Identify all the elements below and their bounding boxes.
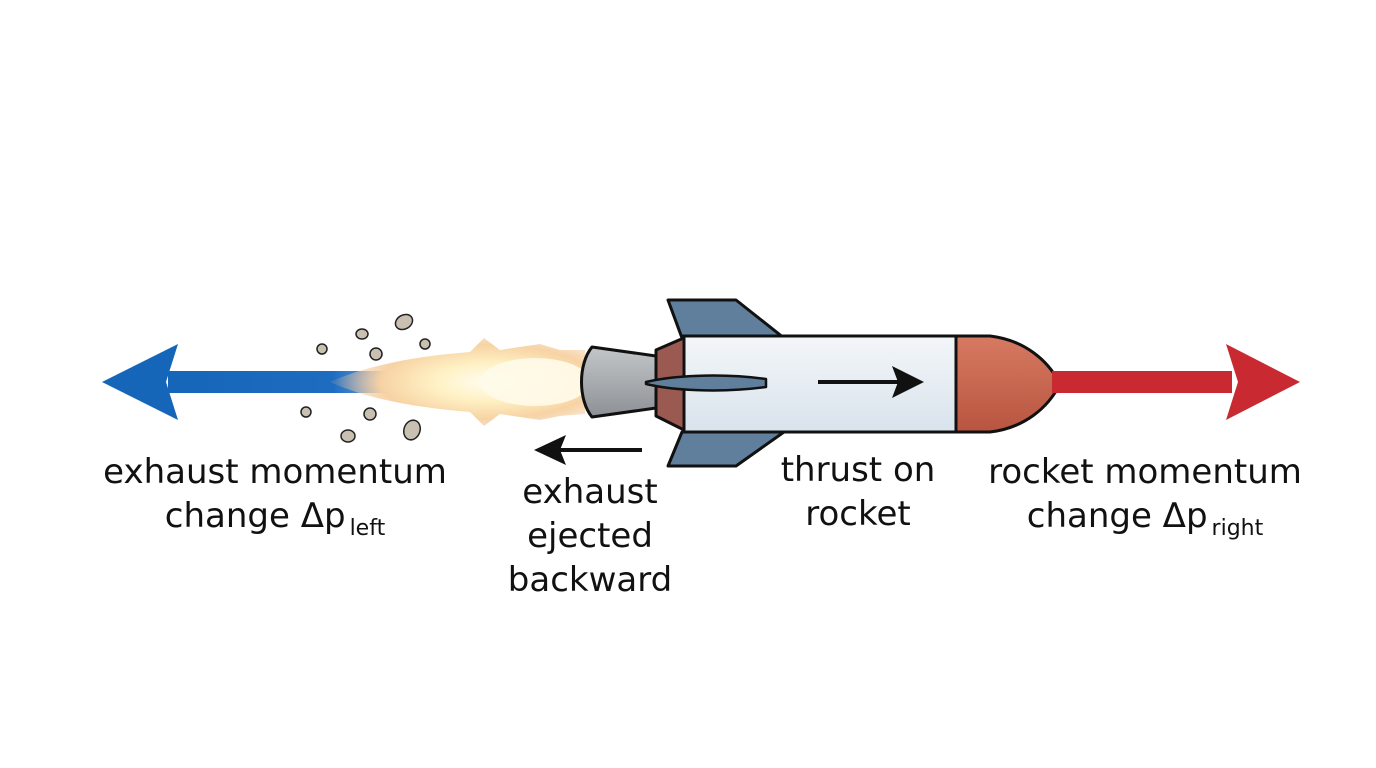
rocket-momentum-arrow — [1052, 344, 1300, 420]
exhaust-momentum-subscript: left — [349, 516, 386, 541]
exhaust-ejected-line3: backward — [507, 560, 673, 600]
rocket-momentum-line1: rocket momentum — [988, 452, 1302, 492]
nozzle — [580, 345, 658, 419]
thrust-label: thrust on rocket — [758, 448, 958, 536]
side-fin — [644, 374, 768, 392]
thrust-line1: thrust on — [780, 450, 936, 490]
rocket-momentum-line2: change Δp — [1026, 496, 1208, 536]
exhaust-ejected-label: exhaust ejected backward — [490, 470, 690, 602]
rocket-momentum-subscript: right — [1211, 516, 1264, 541]
exhaust-momentum-line2: change Δp — [164, 496, 346, 536]
nose-cone — [954, 334, 1062, 434]
exhaust-flame — [330, 338, 590, 426]
thrust-arrow — [818, 366, 924, 398]
thrust-line2: rocket — [805, 494, 911, 534]
exhaust-ejected-arrow — [534, 435, 642, 465]
exhaust-ejected-line1: exhaust — [522, 472, 658, 512]
exhaust-particles — [300, 313, 431, 443]
exhaust-ejected-line2: ejected — [527, 516, 653, 556]
top-fin — [666, 298, 786, 340]
exhaust-momentum-line1: exhaust momentum — [103, 452, 447, 492]
